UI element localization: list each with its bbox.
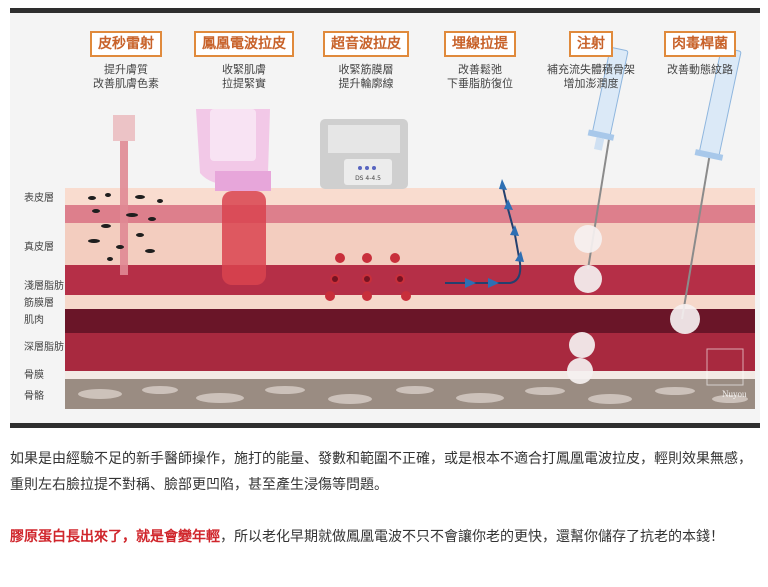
paragraph-risk: 如果是由經驗不足的新手醫師操作，施打的能量、發數和範圍不正確，或是根本不適合打鳳…	[10, 451, 752, 493]
layer-label-dermis: 真皮層	[24, 242, 54, 253]
technique-desc: 收緊筋膜層	[338, 63, 394, 76]
lifting-thread	[445, 182, 522, 284]
layer-label-epidermis: 表皮層	[24, 193, 54, 204]
technique-title: 注射	[569, 31, 613, 57]
technique-botox: 肉毒桿菌 改善動態紋路	[650, 31, 750, 77]
technique-desc: 收緊肌膚	[222, 63, 266, 76]
deep-fat-layer	[65, 333, 755, 371]
layer-label-periosteum: 骨膜	[24, 370, 44, 381]
botox-point	[670, 304, 700, 334]
pigment-dots	[88, 193, 163, 261]
technique-thermage: 鳳凰電波拉皮 收緊肌膚 拉提緊實	[188, 31, 300, 91]
technique-title: 超音波拉皮	[323, 31, 409, 57]
technique-title: 皮秒雷射	[90, 31, 162, 57]
technique-title: 鳳凰電波拉皮	[194, 31, 294, 57]
paragraph-collagen: 膠原蛋白長出來了，就是會變年輕，所以老化早期就做鳳凰電波不只不會讓你老的更快，還…	[10, 524, 760, 550]
technique-picosecond: 皮秒雷射 提升膚質 改善肌膚色素	[78, 31, 174, 91]
technique-title: 肉毒桿菌	[664, 31, 736, 57]
technique-injection: 注射 補充流失體積骨架 增加澎潤度	[536, 31, 646, 91]
layer-label-superficial-fat: 淺層脂肪	[24, 281, 64, 292]
thermage-heat-zone	[222, 191, 266, 285]
technique-title: 埋線拉提	[444, 31, 516, 57]
device-label: DS 4-4.5	[355, 175, 381, 182]
technique-desc: 補充流失體積骨架	[547, 63, 635, 76]
muscle-layer	[65, 309, 755, 333]
technique-desc: 提升輪廓線	[338, 77, 394, 90]
technique-desc: 下垂脂肪復位	[447, 77, 513, 90]
filler-blobs	[567, 225, 602, 384]
epidermis-dark-layer	[65, 205, 755, 223]
bone-layer	[65, 379, 755, 409]
highlight-text: 膠原蛋白長出來了，就是會變年輕	[10, 529, 220, 545]
technique-desc: 改善肌膚色素	[93, 77, 159, 90]
superficial-fat-layer	[65, 265, 755, 295]
technique-desc: 改善鬆弛	[458, 63, 502, 76]
technique-desc: 拉提緊實	[222, 77, 266, 90]
skin-layers-figure: DS 4-4.5	[10, 8, 760, 428]
layer-label-bone: 骨骼	[24, 391, 44, 402]
layer-label-muscle: 肌肉	[24, 315, 44, 326]
thread-barbs	[465, 179, 524, 288]
fascia-layer	[65, 295, 755, 309]
technique-desc: 增加澎潤度	[563, 77, 619, 90]
layer-label-deep-fat: 深層脂肪	[24, 342, 64, 353]
technique-thread-lift: 埋線拉提 改善鬆弛 下垂脂肪復位	[430, 31, 530, 91]
epidermis-layer	[65, 188, 755, 205]
laser-head	[113, 115, 135, 141]
watermark: Nuyou	[722, 389, 747, 399]
periosteum-layer	[65, 371, 755, 379]
skin-diagram: DS 4-4.5	[65, 47, 755, 409]
technique-desc: 提升膚質	[104, 63, 148, 76]
technique-desc: 改善動態紋路	[667, 63, 733, 76]
layer-label-fascia: 筋膜層	[24, 298, 54, 309]
dermis-layer	[65, 223, 755, 265]
paragraph-rest: ，所以老化早期就做鳳凰電波不只不會讓你老的更快，還幫你儲存了抗老的本錢！	[220, 529, 724, 545]
laser-beam	[120, 115, 128, 275]
technique-ultrasound: 超音波拉皮 收緊筋膜層 提升輪廓線	[316, 31, 416, 91]
